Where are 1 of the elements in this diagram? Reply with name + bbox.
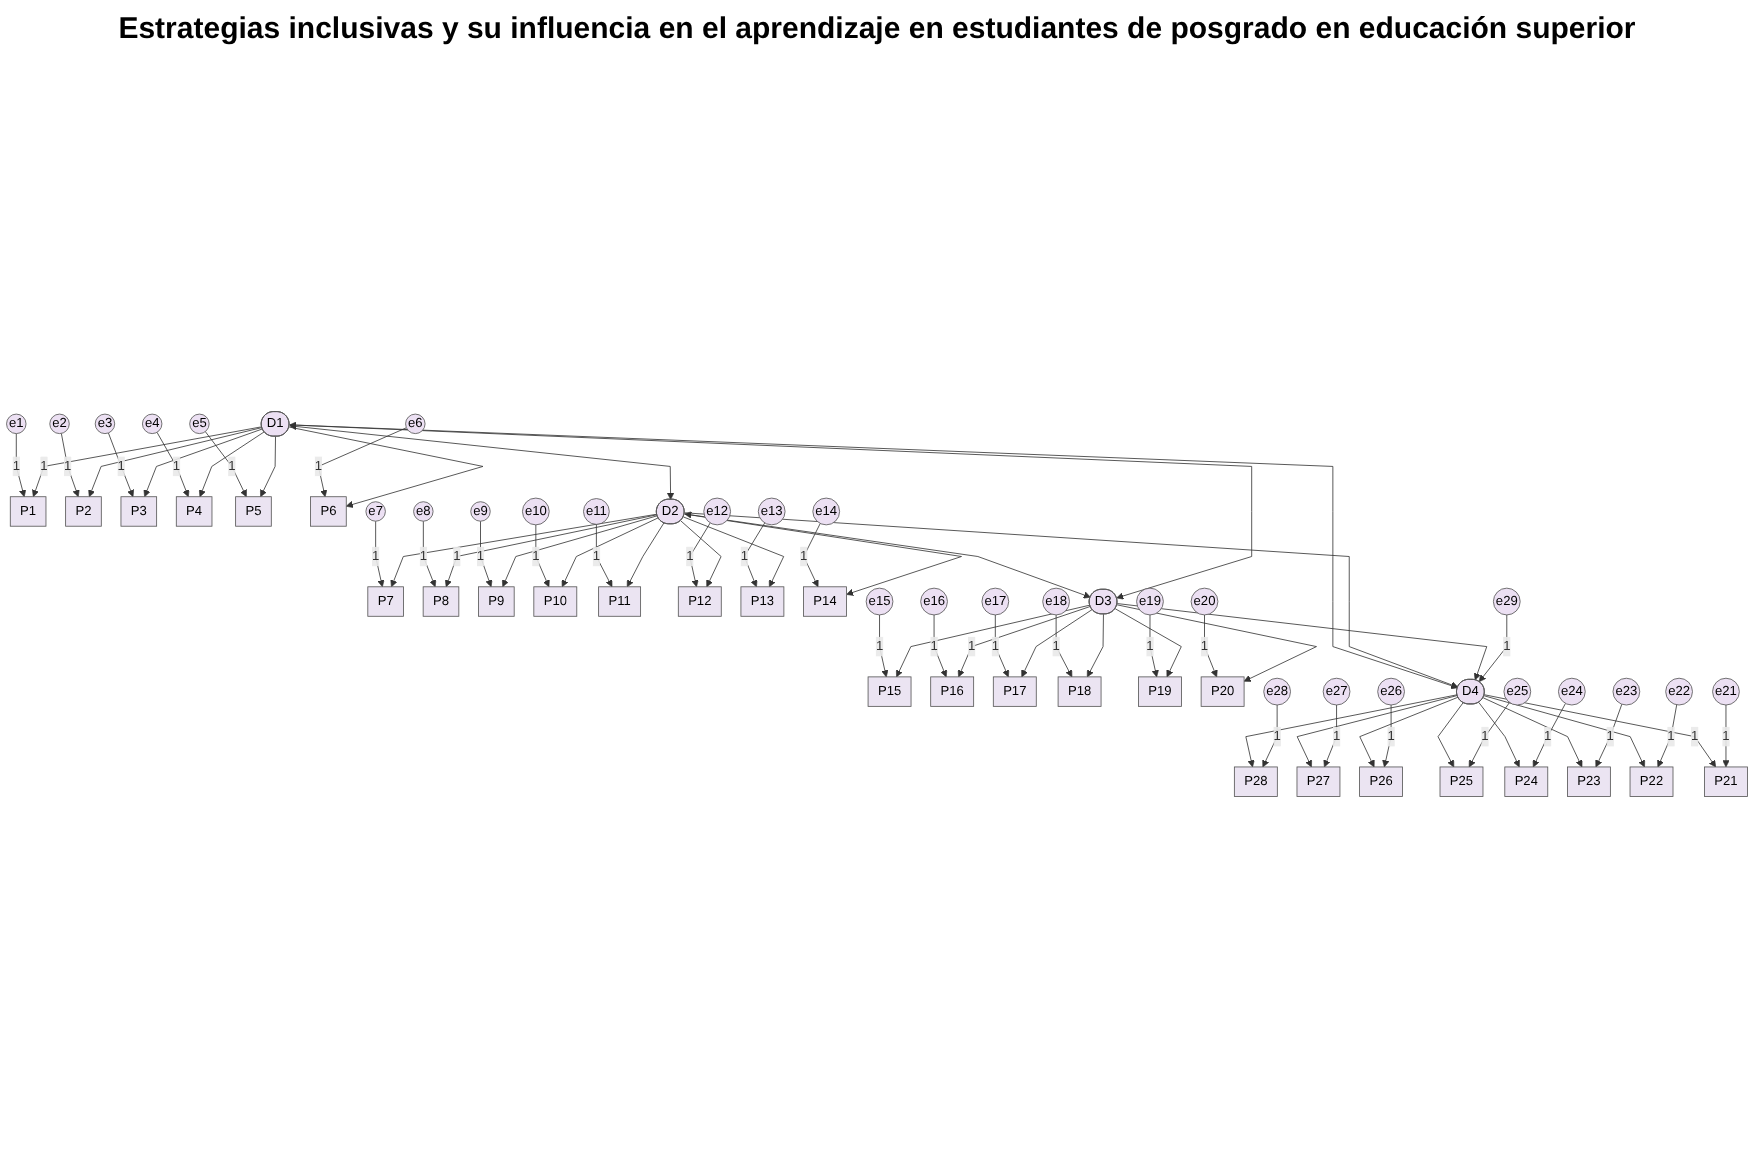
diagram-title: Estrategias inclusivas y su influencia en el aprendizaje en estudiantes de posgrado en educación superior xyxy=(118,12,1636,46)
